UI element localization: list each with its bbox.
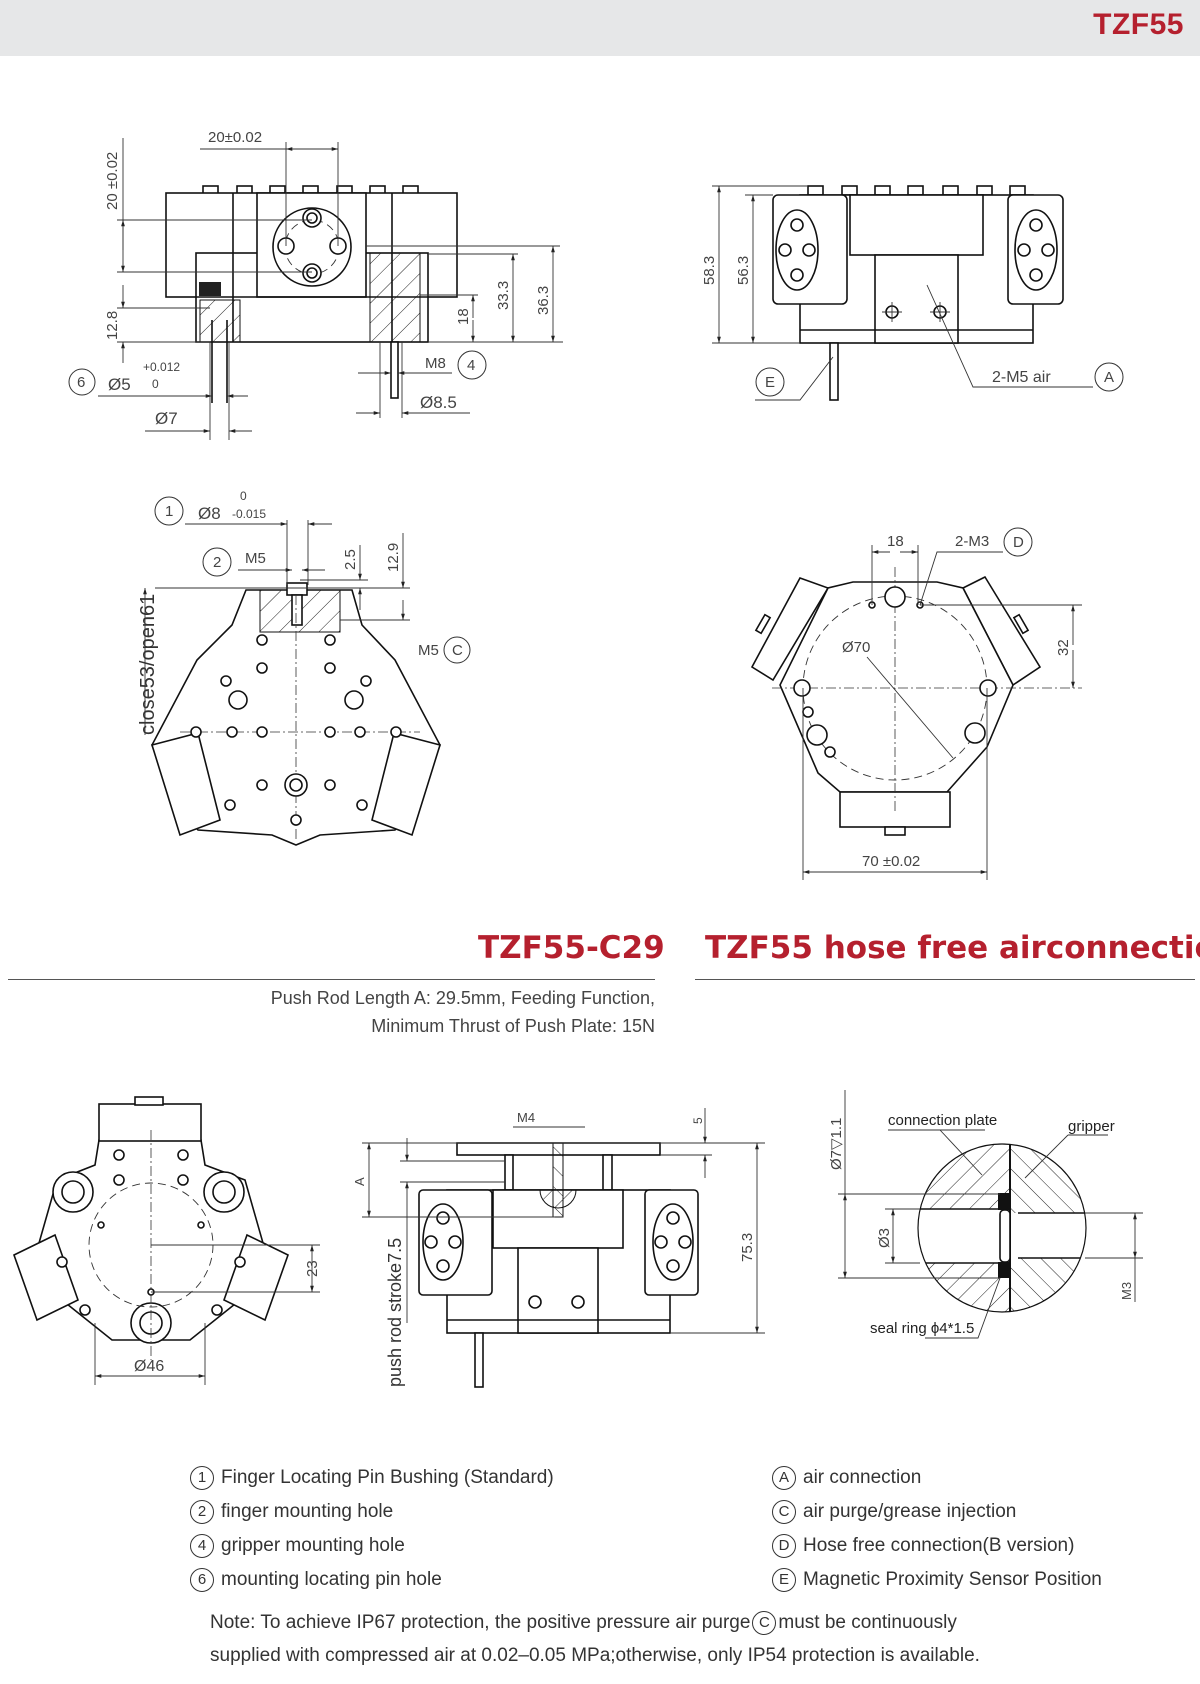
- bushing-diameter: Ø8: [198, 504, 221, 523]
- bushing-tolerance-lower: -0.015: [232, 507, 266, 521]
- legend-mark: 1: [190, 1466, 214, 1490]
- dim-32: 32: [1055, 639, 1072, 656]
- legend-item: 2 finger mounting hole: [190, 1500, 393, 1524]
- legend-mark: 2: [190, 1500, 214, 1524]
- legend-label: air purge/grease injection: [803, 1501, 1017, 1522]
- callout-6: 6: [77, 374, 85, 391]
- hose-free-section-title: TZF55 hose free airconnection: [705, 930, 1200, 966]
- note-line1: Note: To achieve IP67 protection, the po…: [210, 1611, 957, 1635]
- callout-c: C: [452, 642, 463, 659]
- c29-description-line2: Minimum Thrust of Push Plate: 15N: [371, 1016, 655, 1036]
- c29-top-view-drawing: 23 Ø46: [13, 1096, 321, 1385]
- legend-mark: E: [772, 1568, 796, 1592]
- dim-58-3: 58.3: [701, 256, 718, 285]
- width-70: 70 ±0.02: [862, 853, 920, 870]
- side-view-drawing: 58.3 56.3 E 2-M5 air A: [701, 185, 1124, 401]
- gripper-label: gripper: [1068, 1118, 1115, 1135]
- note-mark: C: [752, 1611, 777, 1635]
- finger-thread: M5: [245, 550, 266, 567]
- thread-m4: M4: [517, 1110, 535, 1125]
- bore-dia-3: Ø3: [876, 1228, 893, 1248]
- legend-label: air connection: [803, 1467, 922, 1488]
- thread-m3-label: M3: [1119, 1282, 1134, 1300]
- dim-a: A: [352, 1177, 367, 1186]
- legend-label: Magnetic Proximity Sensor Position: [803, 1569, 1102, 1590]
- thread-2-m3: 2-M3: [955, 533, 989, 550]
- counterbore-label: Ø7▽1.1: [828, 1118, 845, 1170]
- dim-56-3: 56.3: [735, 256, 752, 285]
- dim-2-5: 2.5: [342, 549, 359, 570]
- pcd-70: Ø70: [842, 639, 870, 656]
- dia-8-5: Ø8.5: [420, 393, 457, 412]
- legend-item: D Hose free connection(B version): [772, 1534, 1074, 1558]
- pin-tolerance-lower: 0: [152, 377, 159, 391]
- page-header: TZF55: [0, 0, 1200, 56]
- legend-label: mounting locating pin hole: [221, 1569, 442, 1590]
- dim-36-3: 36.3: [535, 286, 552, 315]
- dim-pitch-horizontal: 20±0.02: [208, 129, 262, 146]
- dim-75-3: 75.3: [739, 1233, 756, 1262]
- push-rod-stroke-label: push rod stroke7.5: [385, 1238, 405, 1387]
- hose-free-detail-drawing: connection plate gripper Ø7▽1.1 Ø3 M3 se…: [828, 1090, 1143, 1339]
- callout-e: E: [765, 374, 775, 391]
- c29-section-title: TZF55-C29: [478, 930, 665, 966]
- legend-item: 1 Finger Locating Pin Bushing (Standard): [190, 1466, 554, 1490]
- legend-label: finger mounting hole: [221, 1501, 394, 1522]
- c29-side-view-drawing: M4 5 75.3 A push rod stroke7.5: [352, 1108, 765, 1388]
- legend-mark: D: [772, 1534, 796, 1558]
- note-text-after: must be continuously: [778, 1612, 957, 1633]
- stroke-close-open-label: close53/open61: [137, 594, 159, 735]
- callout-a: A: [1104, 369, 1114, 386]
- legend-label: Hose free connection(B version): [803, 1535, 1075, 1556]
- model-title: TZF55: [1093, 8, 1184, 41]
- purge-thread: M5: [418, 642, 439, 659]
- legend-label: Finger Locating Pin Bushing (Standard): [221, 1467, 554, 1488]
- note-line2: supplied with compressed air at 0.02–0.0…: [210, 1645, 980, 1666]
- hose-free-divider: [695, 979, 1195, 980]
- dim-12-8: 12.8: [104, 311, 121, 340]
- legend-item: 6 mounting locating pin hole: [190, 1568, 442, 1592]
- dia-46: Ø46: [134, 1358, 164, 1375]
- legend-mark: 6: [190, 1568, 214, 1592]
- callout-d: D: [1013, 534, 1024, 551]
- legend-item: 4 gripper mounting hole: [190, 1534, 405, 1558]
- c29-description-line1: Push Rod Length A: 29.5mm, Feeding Funct…: [270, 988, 655, 1008]
- dim-18: 18: [455, 308, 472, 325]
- legend-label: gripper mounting hole: [221, 1535, 405, 1556]
- dim-pitch-vertical: 20 ±0.02: [104, 152, 121, 210]
- air-port-label: 2-M5 air: [992, 369, 1051, 386]
- legend-mark: A: [772, 1466, 796, 1490]
- legend-mark: 4: [190, 1534, 214, 1558]
- thread-m8: M8: [425, 355, 446, 372]
- callout-1: 1: [165, 503, 173, 520]
- top-view-drawing: close53/open61 1 Ø8 0 -0.015 2 M5 2.5 12…: [137, 489, 471, 846]
- front-view-drawing: 20±0.02 20 ±0.02 12.8 18 33.3 36.3 6 Ø5 …: [68, 129, 563, 440]
- dim-33-3: 33.3: [495, 281, 512, 310]
- dim-12-9: 12.9: [385, 543, 402, 572]
- dim-23: 23: [304, 1260, 321, 1277]
- legend-item: E Magnetic Proximity Sensor Position: [772, 1568, 1102, 1592]
- pin-diameter: Ø5: [108, 375, 131, 394]
- dim-5: 5: [691, 1117, 705, 1124]
- legend-mark: C: [772, 1500, 796, 1524]
- pin-tolerance-upper: +0.012: [143, 360, 180, 374]
- callout-4: 4: [467, 357, 475, 374]
- connection-plate-label: connection plate: [888, 1112, 997, 1129]
- seal-ring-label: seal ring ϕ4*1.5: [870, 1320, 974, 1337]
- note-text-before: Note: To achieve IP67 protection, the po…: [210, 1612, 751, 1633]
- dia-7: Ø7: [155, 409, 178, 428]
- callout-2: 2: [213, 554, 221, 571]
- bushing-tolerance-upper: 0: [240, 489, 247, 503]
- bottom-view-drawing: 18 2-M3 D Ø70 32 70 ±0.02: [750, 527, 1082, 880]
- dim-18-bottom: 18: [887, 533, 904, 550]
- c29-divider: [8, 979, 655, 980]
